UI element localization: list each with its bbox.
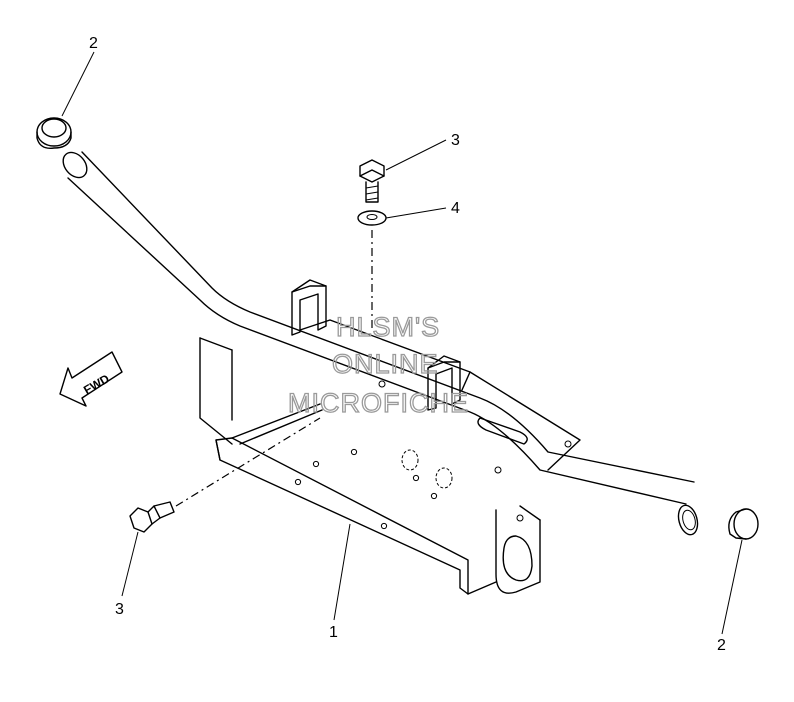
end-cap-top-left <box>36 117 72 149</box>
watermark: HLSM'S ONLINE MICROFICHE <box>287 311 469 418</box>
bolt-top <box>359 159 385 203</box>
callout-2-right: 2 <box>717 637 726 654</box>
callout-4: 4 <box>451 200 460 217</box>
bracket-part-1 <box>199 279 581 595</box>
forward-arrow-icon: FWD <box>59 351 123 407</box>
callout-1: 1 <box>329 624 338 641</box>
watermark-line-1: HLSM'S <box>336 312 440 342</box>
callout-3-left: 3 <box>115 601 124 618</box>
assembly-line-bolt <box>175 417 321 507</box>
leader-lines <box>61 51 743 635</box>
callout-3-top: 3 <box>451 132 460 149</box>
forward-label: FWD <box>81 371 112 397</box>
callout-2-top: 2 <box>89 35 98 52</box>
bolt-left <box>129 501 175 533</box>
bumper-tube <box>62 151 699 536</box>
washer <box>357 210 387 226</box>
watermark-line-3: MICROFICHE <box>288 388 469 418</box>
end-cap-bottom-right <box>728 508 759 540</box>
watermark-line-2: ONLINE <box>332 349 439 379</box>
